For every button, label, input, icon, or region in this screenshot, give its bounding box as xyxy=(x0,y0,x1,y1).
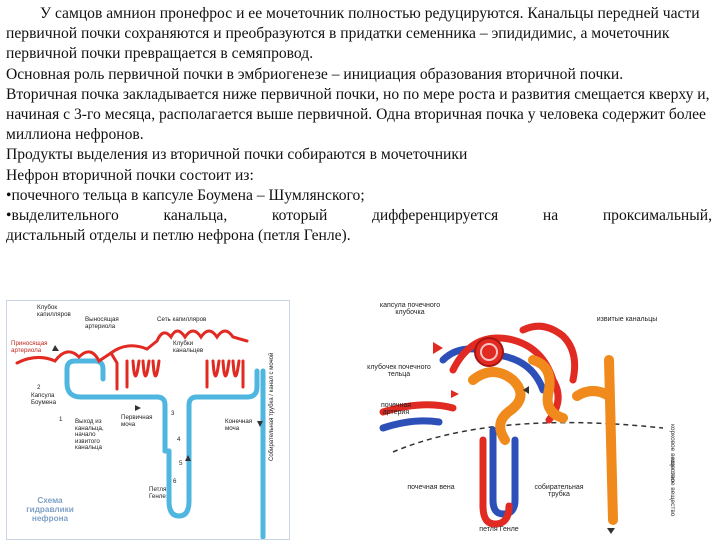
label-num-3: 3 xyxy=(171,410,175,417)
label-exit: Выход из канальца, начало извитого канал… xyxy=(75,418,104,452)
label-final-urine: Конечная моча xyxy=(225,418,253,432)
label-capillary-net: Сеть капилляров xyxy=(157,316,207,323)
nephron-hydraulics-figure: Клубок капилляров Выносящая артериола Се… xyxy=(6,300,290,540)
label-collecting-right: собирательная трубка xyxy=(534,484,584,499)
paragraph-3: Вторичная почка закладывается ниже перви… xyxy=(6,85,710,144)
bullet-1: •почечного тельца в капсуле Боумена – Шу… xyxy=(6,186,365,204)
glomerulus-shape xyxy=(474,337,504,367)
nephron-hydraulics-drawing xyxy=(15,329,266,540)
tubule-orange-path xyxy=(468,355,618,525)
label-num-2: 2 xyxy=(37,384,41,391)
vessel-path xyxy=(15,329,249,391)
label-vein-right: почечная вена xyxy=(407,484,455,491)
label-primary-urine: Первичная моча xyxy=(121,414,153,428)
label-efferent: Выносящая артериола xyxy=(85,316,119,330)
label-capsule-right: капсула почечного клубочка xyxy=(379,302,441,317)
label-collecting-duct: Собирательная трубка / канал с мочой xyxy=(269,352,275,461)
label-afferent: Приносящая артериола xyxy=(11,340,48,354)
label-num-5: 5 xyxy=(179,460,183,467)
label-glomerulus: Клубок капилляров xyxy=(37,304,71,318)
label-loop-right: петля Генле xyxy=(479,526,519,533)
label-tubules-right: извитые канальцы xyxy=(596,316,658,323)
cortex-boundary xyxy=(392,421,664,453)
label-body-right: клубочек почечного тельца xyxy=(367,364,431,379)
flow-arrows xyxy=(52,345,263,461)
label-capsule: Капсула Боумена xyxy=(31,392,57,406)
bullet-2-line-2: дистальный отделы и петлю нефрона (петля… xyxy=(6,227,351,245)
label-artery-right: почечная артерия xyxy=(380,402,412,417)
label-num-1: 1 xyxy=(59,416,63,423)
tubule-path xyxy=(64,358,266,540)
flow-arrows-right xyxy=(433,342,459,398)
nephron-anatomy-drawing xyxy=(379,322,664,534)
label-side-bottom: мозговое вещество xyxy=(669,458,676,517)
paragraph-2: Основная роль первичной почки в эмбриоге… xyxy=(6,65,624,83)
artery-path xyxy=(379,322,579,528)
paragraph-5: Нефрон вторичной почки состоит из: xyxy=(6,166,254,184)
bullet-2-line-1: •выделительного канальца, который диффер… xyxy=(6,207,712,225)
figure-caption: Схема гидравлики нефрона xyxy=(26,496,74,523)
paragraph-1: У самцов амнион пронефрос и ее мочеточни… xyxy=(6,5,700,63)
label-loop-henle: Петля Генле xyxy=(149,486,167,500)
paragraph-4: Продукты выделения из вторичной почки со… xyxy=(6,146,468,164)
label-tubule-glomeruli: Клубки канальцев xyxy=(173,340,204,354)
nephron-anatomy-figure: капсула почечного клубочка извитые канал… xyxy=(343,300,693,538)
document-text: У самцов амнион пронефрос и ее мочеточни… xyxy=(6,4,712,246)
label-num-4: 4 xyxy=(177,436,181,443)
label-num-6: 6 xyxy=(173,478,177,485)
